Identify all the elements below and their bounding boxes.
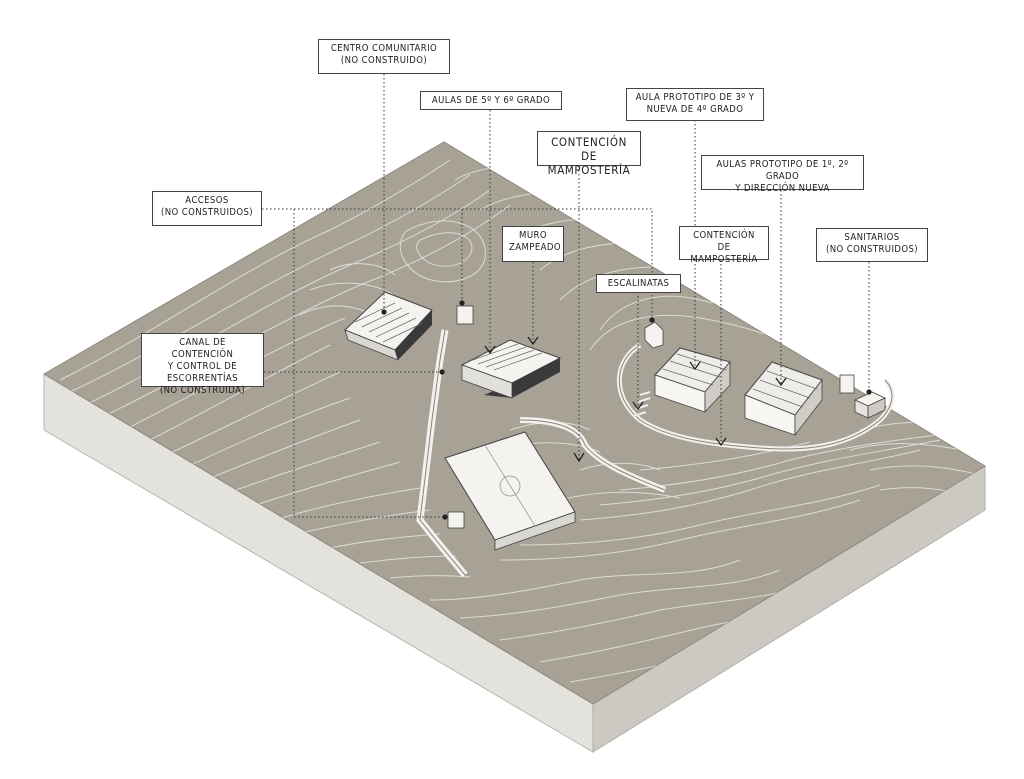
building-aulas-5-6 [460, 339, 562, 399]
escalinatas-structure [633, 321, 664, 417]
arrow-head [573, 452, 585, 463]
arrow-head [632, 401, 644, 411]
label-centro-comunitario: CENTRO COMUNITARIO (NO CONSTRUIDO) [318, 39, 450, 74]
label-aulas-prototipo-1-2: AULAS PROTOTIPO DE 1º, 2º GRADO Y DIRECC… [701, 155, 864, 194]
label-sanitarios: SANITARIOS (NO CONSTRUIDOS) [816, 228, 928, 262]
building-aula-prototipo-3-4 [654, 347, 731, 414]
label-canal: CANAL DE CONTENCIÓN Y CONTROL DE ESCORRE… [141, 333, 264, 396]
arrow-head [715, 437, 727, 447]
terrain-top [43, 141, 986, 705]
marker-dot [442, 514, 448, 520]
building-aulas-prototipo-1-2 [744, 361, 823, 437]
arrow-head [484, 345, 496, 355]
label-muro-zampeado: MURO ZAMPEADO [502, 226, 564, 262]
leader-arrows [484, 336, 787, 463]
leader-markers [381, 300, 872, 520]
label-contencion-mamposteria-2: CONTENCIÓN DE MAMPOSTERÍA [679, 226, 769, 265]
label-escalinatas: ESCALINATAS [596, 274, 681, 293]
marker-dot [866, 389, 872, 395]
walkways [416, 329, 895, 578]
label-aulas-5-6: AULAS DE 5º Y 6º GRADO [420, 91, 562, 110]
small-structure-canal [447, 305, 474, 529]
label-aula-prototipo-3: AULA PROTOTIPO DE 3º Y NUEVA DE 4º GRADO [626, 88, 764, 121]
arrow-head [527, 336, 539, 346]
leader-accesos-2 [293, 209, 445, 518]
label-contencion-mamposteria-1: CONTENCIÓN DE MAMPOSTERÍA [537, 131, 641, 177]
building-centro-comunitario [344, 291, 433, 361]
sports-court [444, 431, 576, 551]
arrow-head [775, 377, 787, 387]
marker-dot [381, 309, 387, 315]
label-accesos: ACCESOS (NO CONSTRUIDOS) [152, 191, 262, 226]
arrow-head [689, 361, 701, 371]
building-sanitarios [839, 374, 886, 419]
marker-dot [439, 369, 445, 375]
marker-dot [649, 317, 655, 323]
marker-dot [459, 300, 465, 306]
